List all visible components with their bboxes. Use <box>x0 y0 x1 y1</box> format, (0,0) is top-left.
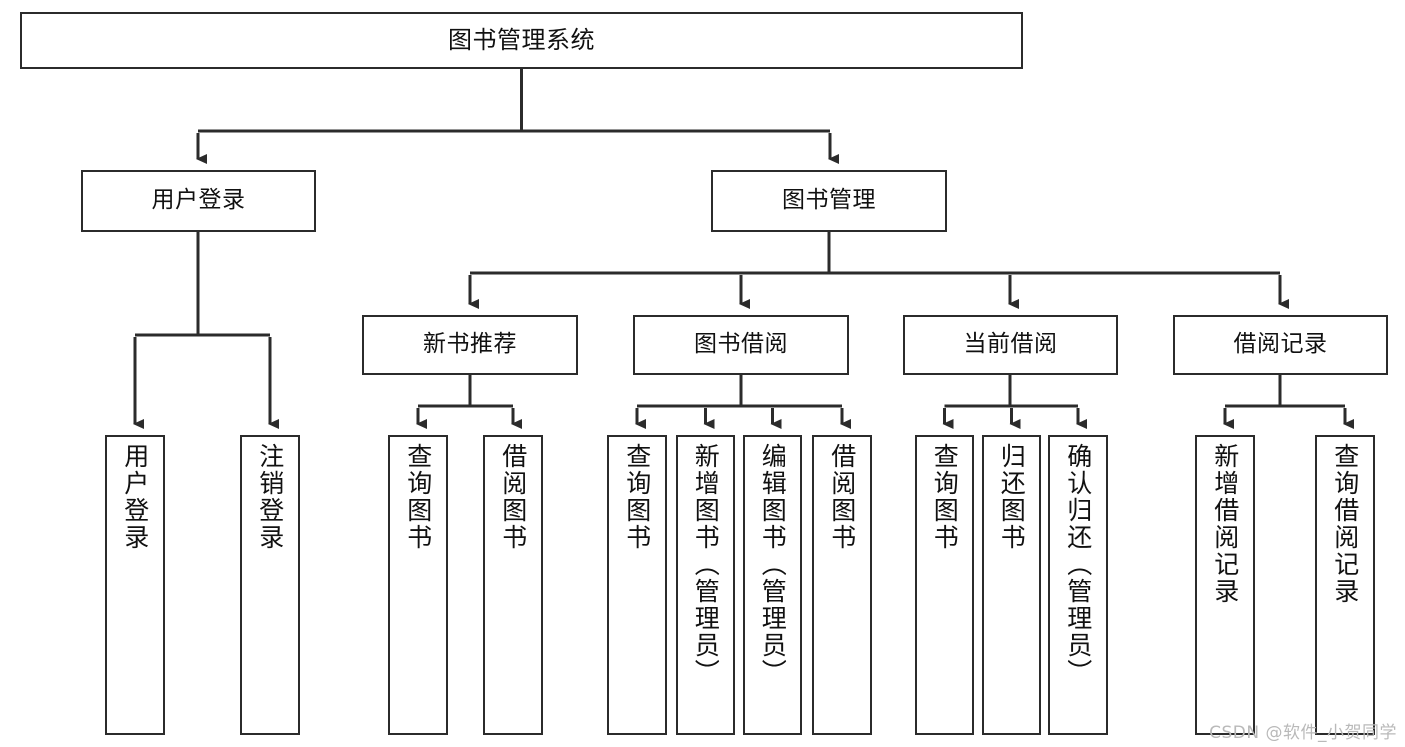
node-new-book-recommend[interactable]: 新书推荐 <box>362 315 578 375</box>
node-current-borrow[interactable]: 当前借阅 <box>903 315 1118 375</box>
node-borrow-record[interactable]: 借阅记录 <box>1173 315 1388 375</box>
leaf-confirm-return-admin[interactable]: 确认归还（管理员） <box>1048 435 1108 735</box>
leaf-add-book-admin[interactable]: 新增图书（管理员） <box>676 435 735 735</box>
leaf-query-borrow-record-label: 查询借阅记录 <box>1330 443 1360 605</box>
leaf-confirm-return-admin-label: 确认归还（管理员） <box>1063 443 1093 686</box>
leaf-edit-book-admin[interactable]: 编辑图书（管理员） <box>743 435 802 735</box>
leaf-query-book-current-label: 查询图书 <box>930 443 960 551</box>
leaf-add-borrow-record-label: 新增借阅记录 <box>1210 443 1240 605</box>
node-book-manage-label: 图书管理 <box>782 187 876 214</box>
node-root-label: 图书管理系统 <box>448 26 595 55</box>
leaf-user-login-label: 用户登录 <box>120 443 150 551</box>
node-book-borrow-label: 图书借阅 <box>694 331 788 358</box>
leaf-user-login[interactable]: 用户登录 <box>105 435 165 735</box>
node-book-manage[interactable]: 图书管理 <box>711 170 947 232</box>
leaf-borrow-book-label: 借阅图书 <box>827 443 857 551</box>
watermark: CSDN @软件_小贺同学 <box>1209 723 1397 743</box>
leaf-query-book-borrow-label: 查询图书 <box>622 443 652 551</box>
leaf-edit-book-admin-label: 编辑图书（管理员） <box>758 443 788 686</box>
leaf-query-book-current[interactable]: 查询图书 <box>915 435 974 735</box>
leaf-borrow-book-recommend-label: 借阅图书 <box>498 443 528 551</box>
leaf-borrow-book[interactable]: 借阅图书 <box>812 435 872 735</box>
node-new-book-recommend-label: 新书推荐 <box>423 331 517 358</box>
leaf-query-book-borrow[interactable]: 查询图书 <box>607 435 667 735</box>
leaf-borrow-book-recommend[interactable]: 借阅图书 <box>483 435 543 735</box>
node-current-borrow-label: 当前借阅 <box>963 331 1058 358</box>
leaf-query-book-recommend[interactable]: 查询图书 <box>388 435 448 735</box>
leaf-add-borrow-record[interactable]: 新增借阅记录 <box>1195 435 1255 735</box>
leaf-logout[interactable]: 注销登录 <box>240 435 300 735</box>
leaf-logout-label: 注销登录 <box>255 443 285 551</box>
leaf-return-book-label: 归还图书 <box>997 443 1027 551</box>
node-borrow-record-label: 借阅记录 <box>1233 331 1328 358</box>
leaf-add-book-admin-label: 新增图书（管理员） <box>691 443 721 686</box>
node-user-login-label: 用户登录 <box>151 187 246 214</box>
leaf-return-book[interactable]: 归还图书 <box>982 435 1041 735</box>
node-root[interactable]: 图书管理系统 <box>20 12 1023 69</box>
leaf-query-borrow-record[interactable]: 查询借阅记录 <box>1315 435 1375 735</box>
node-book-borrow[interactable]: 图书借阅 <box>633 315 849 375</box>
node-user-login[interactable]: 用户登录 <box>81 170 316 232</box>
leaf-query-book-recommend-label: 查询图书 <box>403 443 433 551</box>
